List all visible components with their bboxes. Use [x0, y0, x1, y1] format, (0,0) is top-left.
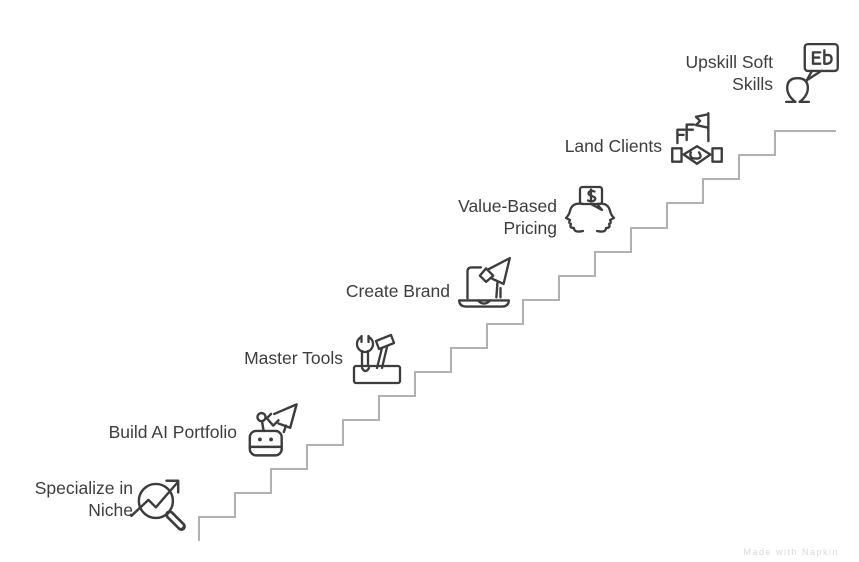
step-label-upskill-soft-skills: Upskill Soft Skills	[685, 52, 773, 95]
step-label-land-clients: Land Clients	[564, 136, 662, 156]
laptop-megaphone-icon	[458, 256, 511, 308]
magnifier-trend-icon	[130, 479, 186, 531]
staircase-path	[198, 130, 836, 541]
step-label-specialize-in-niche: Specialize in Niche	[34, 478, 133, 521]
faces-dollar-chat-icon	[564, 185, 616, 233]
step-label-value-based-pricing: Value-Based Pricing	[458, 196, 557, 239]
person-speech-document-icon	[785, 42, 839, 104]
step-label-build-ai-portfolio: Build AI Portfolio	[108, 422, 237, 442]
robot-megaphone-icon	[248, 403, 298, 457]
handshake-flag-icon	[671, 112, 723, 165]
watermark: Made with Napkin	[743, 547, 839, 557]
step-label-create-brand: Create Brand	[345, 281, 450, 301]
toolbox-icon	[352, 329, 402, 385]
step-label-master-tools: Master Tools	[244, 348, 343, 368]
